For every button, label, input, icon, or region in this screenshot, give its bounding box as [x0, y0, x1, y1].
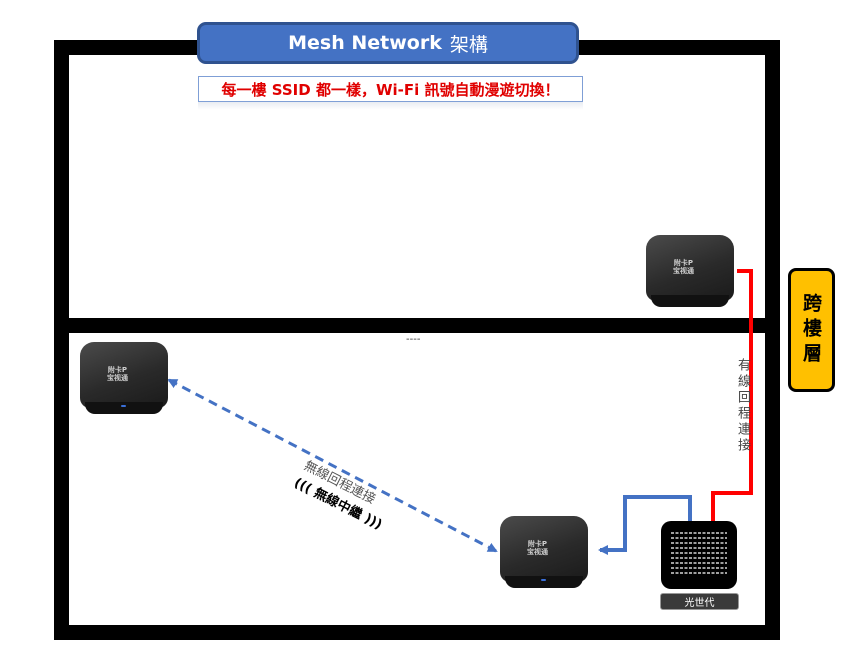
wireless-link-line	[167, 378, 498, 553]
title-main: Mesh Network	[288, 32, 442, 54]
title-cjk: 架構	[449, 33, 488, 56]
wired-backhaul-line	[711, 269, 753, 521]
building-left-wall	[54, 40, 69, 640]
ont-modem	[661, 521, 737, 589]
cross-floor-label: 跨樓層	[800, 292, 822, 368]
wired-backhaul-label: 有線回程連接	[735, 358, 750, 454]
ont-vent-icon	[671, 532, 727, 574]
divider-mark: ----	[406, 334, 421, 345]
floor-divider	[54, 318, 780, 333]
building-right-wall	[765, 40, 780, 640]
title-banner: Mesh Network 架構	[197, 22, 579, 64]
status-led	[541, 579, 546, 581]
lan-cable-line	[598, 495, 692, 555]
status-led	[121, 405, 126, 407]
subtitle-shadow	[198, 102, 583, 110]
subtitle: 每一樓 SSID 都一樣，Wi-Fi 訊號自動漫遊切換！	[198, 76, 583, 102]
building-bottom-wall	[54, 625, 780, 640]
ont-label: 光世代	[660, 593, 739, 610]
cross-floor-badge: 跨樓層	[788, 268, 835, 392]
